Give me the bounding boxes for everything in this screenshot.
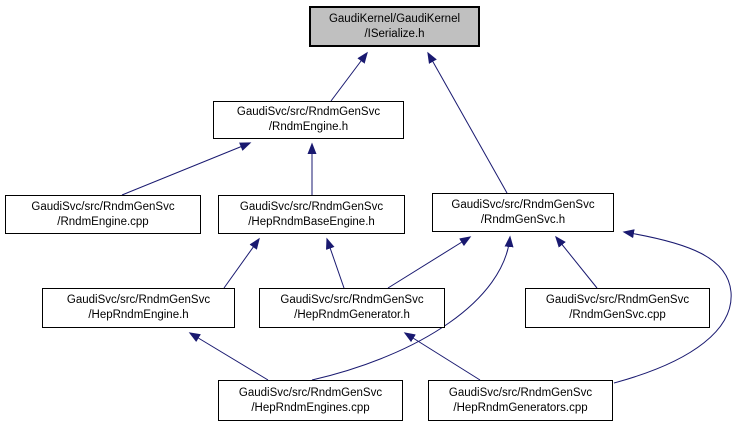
node-label-line1: GaudiSvc/src/RndmGenSvc	[238, 386, 383, 399]
node-rndmengine-cpp[interactable]: GaudiSvc/src/RndmGenSvc /RndmEngine.cpp	[5, 195, 201, 234]
node-label-line1: GaudiKernel/GaudiKernel	[328, 12, 461, 25]
node-label-line1: GaudiSvc/src/RndmGenSvc	[31, 200, 175, 213]
include-edge-rndmgensvc_cpp-to-rndmgensvc_h	[555, 235, 598, 289]
include-edge-heprndmgenerators_cpp-to-rndmgensvc_h	[613, 229, 732, 384]
node-heprndmengine-h[interactable]: GaudiSvc/src/RndmGenSvc /HepRndmEngine.h	[42, 288, 235, 328]
node-label-line1: GaudiSvc/src/RndmGenSvc	[66, 294, 211, 306]
include-edge-heprndmengines_cpp-to-rndmgensvc_h	[311, 235, 514, 381]
include-edge-rndmgensvc_h-to-iserialize_h	[427, 51, 508, 194]
include-edge-rndmengine_cpp-to-rndmengine_h	[121, 142, 252, 196]
include-edge-rndmengine_h-to-iserialize_h	[330, 51, 368, 102]
include-edge-heprndmengine_h-to-heprndmbaseengine_h	[223, 237, 260, 289]
node-label-line2: /RndmGenSvc.cpp	[569, 309, 666, 321]
include-edge-heprndmgenerators_cpp-to-heprndmgenerator_h	[403, 332, 481, 381]
node-label-line1: GaudiSvc/src/RndmGenSvc	[448, 386, 593, 399]
node-label-line2: /HepRndmGenerators.cpp	[453, 401, 588, 414]
node-label-line1: GaudiSvc/src/RndmGenSvc	[280, 294, 424, 306]
node-label-line1: GaudiSvc/src/RndmGenSvc	[451, 198, 595, 211]
node-label-line2: /HepRndmGenerator.h	[294, 309, 410, 321]
node-label-line2: /HepRndmEngines.cpp	[251, 401, 370, 414]
node-rndmgensvc-h[interactable]: GaudiSvc/src/RndmGenSvc /RndmGenSvc.h	[432, 193, 614, 232]
node-label-line2: /RndmEngine.h	[268, 121, 349, 133]
node-rndmengine-h[interactable]: GaudiSvc/src/RndmGenSvc /RndmEngine.h	[213, 101, 404, 139]
node-label-line2: /RndmEngine.cpp	[57, 215, 149, 228]
node-label-line2: /ISerialize.h	[364, 27, 425, 40]
include-edge-heprndmengines_cpp-to-heprndmengine_h	[188, 332, 269, 381]
node-heprndmgenerator-h[interactable]: GaudiSvc/src/RndmGenSvc /HepRndmGenerato…	[259, 288, 445, 328]
node-heprndmbaseengine-h[interactable]: GaudiSvc/src/RndmGenSvc /HepRndmBaseEngi…	[218, 195, 405, 234]
node-label-line1: GaudiSvc/src/RndmGenSvc	[239, 200, 384, 213]
node-rndmgensvc-cpp[interactable]: GaudiSvc/src/RndmGenSvc /RndmGenSvc.cpp	[525, 288, 710, 328]
node-iserialize-h[interactable]: GaudiKernel/GaudiKernel /ISerialize.h	[309, 6, 480, 47]
include-edge-heprndmgenerator_h-to-heprndmbaseengine_h	[326, 237, 345, 289]
node-heprndmengines-cpp[interactable]: GaudiSvc/src/RndmGenSvc /HepRndmEngines.…	[218, 380, 403, 421]
node-label-line1: GaudiSvc/src/RndmGenSvc	[545, 294, 690, 306]
include-edge-heprndmgenerator_h-to-rndmgensvc_h	[387, 236, 472, 289]
node-heprndmgenerators-cpp[interactable]: GaudiSvc/src/RndmGenSvc /HepRndmGenerato…	[428, 380, 613, 421]
node-label-line1: GaudiSvc/src/RndmGenSvc	[236, 106, 381, 118]
node-label-line2: /HepRndmEngine.h	[88, 309, 189, 321]
node-label-line2: /HepRndmBaseEngine.h	[248, 215, 375, 228]
node-label-line2: /RndmGenSvc.h	[480, 213, 566, 226]
